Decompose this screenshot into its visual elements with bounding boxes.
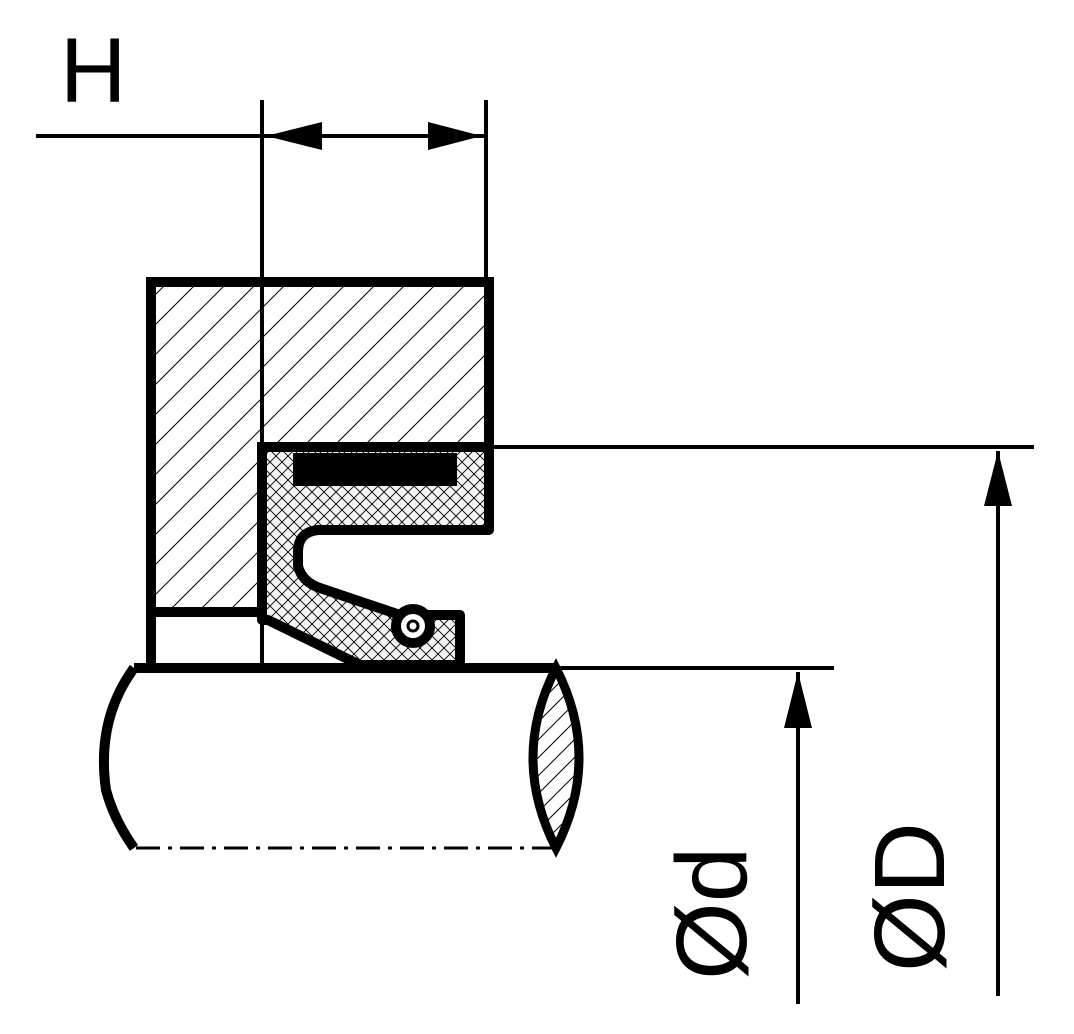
D-arrow [984,451,1012,506]
shaft-right-end [528,658,584,858]
d-arrow [784,672,812,728]
d-dimension: Ød [556,666,834,1004]
housing-chamfer-step [146,607,262,668]
h-label: H [60,20,126,122]
d-label: Ød [656,847,768,980]
metal-insert [293,453,457,486]
h-arrow-left [266,122,322,150]
seal-body [257,442,494,670]
h-arrow-right [428,122,482,150]
shaft-left-break [99,665,139,851]
shaft [99,658,584,858]
D-label: ØD [854,822,966,972]
seal [257,442,494,670]
D-dimension: ØD [489,445,1034,996]
garter-spring-inner [406,619,420,633]
